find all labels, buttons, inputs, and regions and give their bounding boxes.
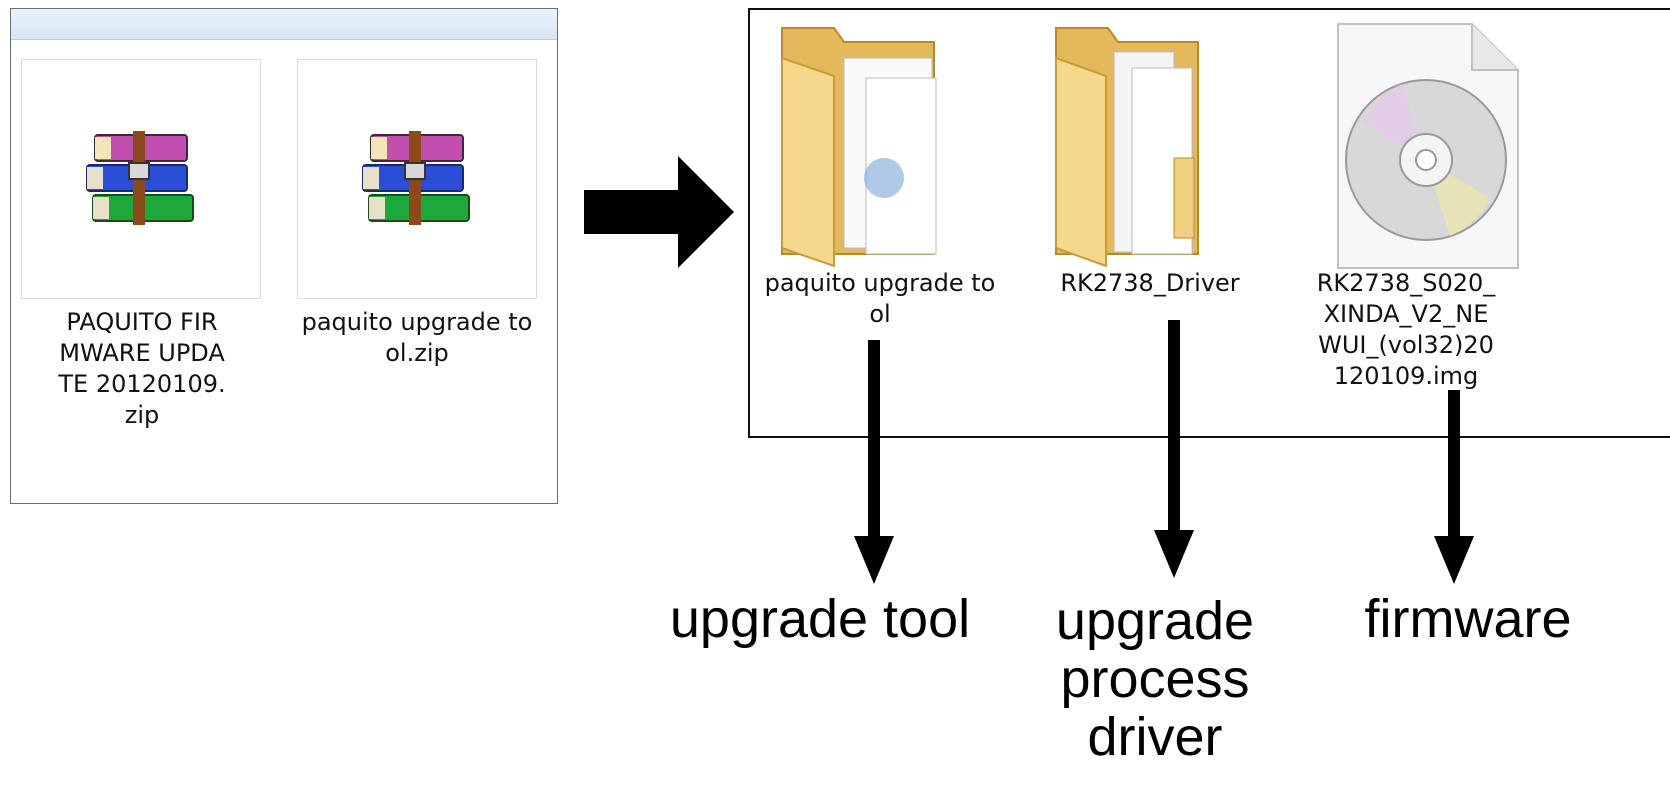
folder-icon[interactable]	[774, 18, 944, 268]
zip-files-window: PAQUITO FIRMWARE UPDATE 20120109.zip paq…	[10, 8, 558, 504]
down-arrow-icon	[854, 340, 894, 584]
winrar-archive-icon	[362, 131, 470, 225]
file-name-firmware-img: RK2738_S020_XINDA_V2_NEWUI_(vol32)201201…	[1316, 269, 1496, 390]
down-arrow-icon	[1434, 390, 1474, 584]
down-arrow-icon	[1154, 320, 1194, 578]
disc-image-icon[interactable]	[1332, 22, 1522, 272]
winrar-archive-icon	[86, 131, 194, 225]
archive-tile-firmware[interactable]	[21, 59, 261, 299]
extract-arrow-icon	[584, 156, 734, 268]
file-name-firmware-zip: PAQUITO FIRMWARE UPDATE 20120109.zip	[58, 308, 226, 429]
archive-tile-upgrade-tool[interactable]	[297, 59, 537, 299]
folder-name-driver: RK2738_Driver	[1060, 269, 1240, 297]
callout-driver: upgrade process driver	[1055, 591, 1255, 767]
callout-firmware: firmware	[1364, 589, 1572, 649]
folder-icon[interactable]	[1048, 18, 1218, 268]
extracted-files-window: paquito upgrade tool RK2738_Driver RK273…	[748, 8, 1670, 438]
callout-upgrade-tool: upgrade tool	[669, 589, 971, 649]
window-titlebar	[11, 9, 557, 40]
file-name-upgrade-tool-zip: paquito upgrade tool.zip	[301, 308, 533, 367]
folder-name-upgrade-tool: paquito upgrade tool	[764, 269, 996, 328]
